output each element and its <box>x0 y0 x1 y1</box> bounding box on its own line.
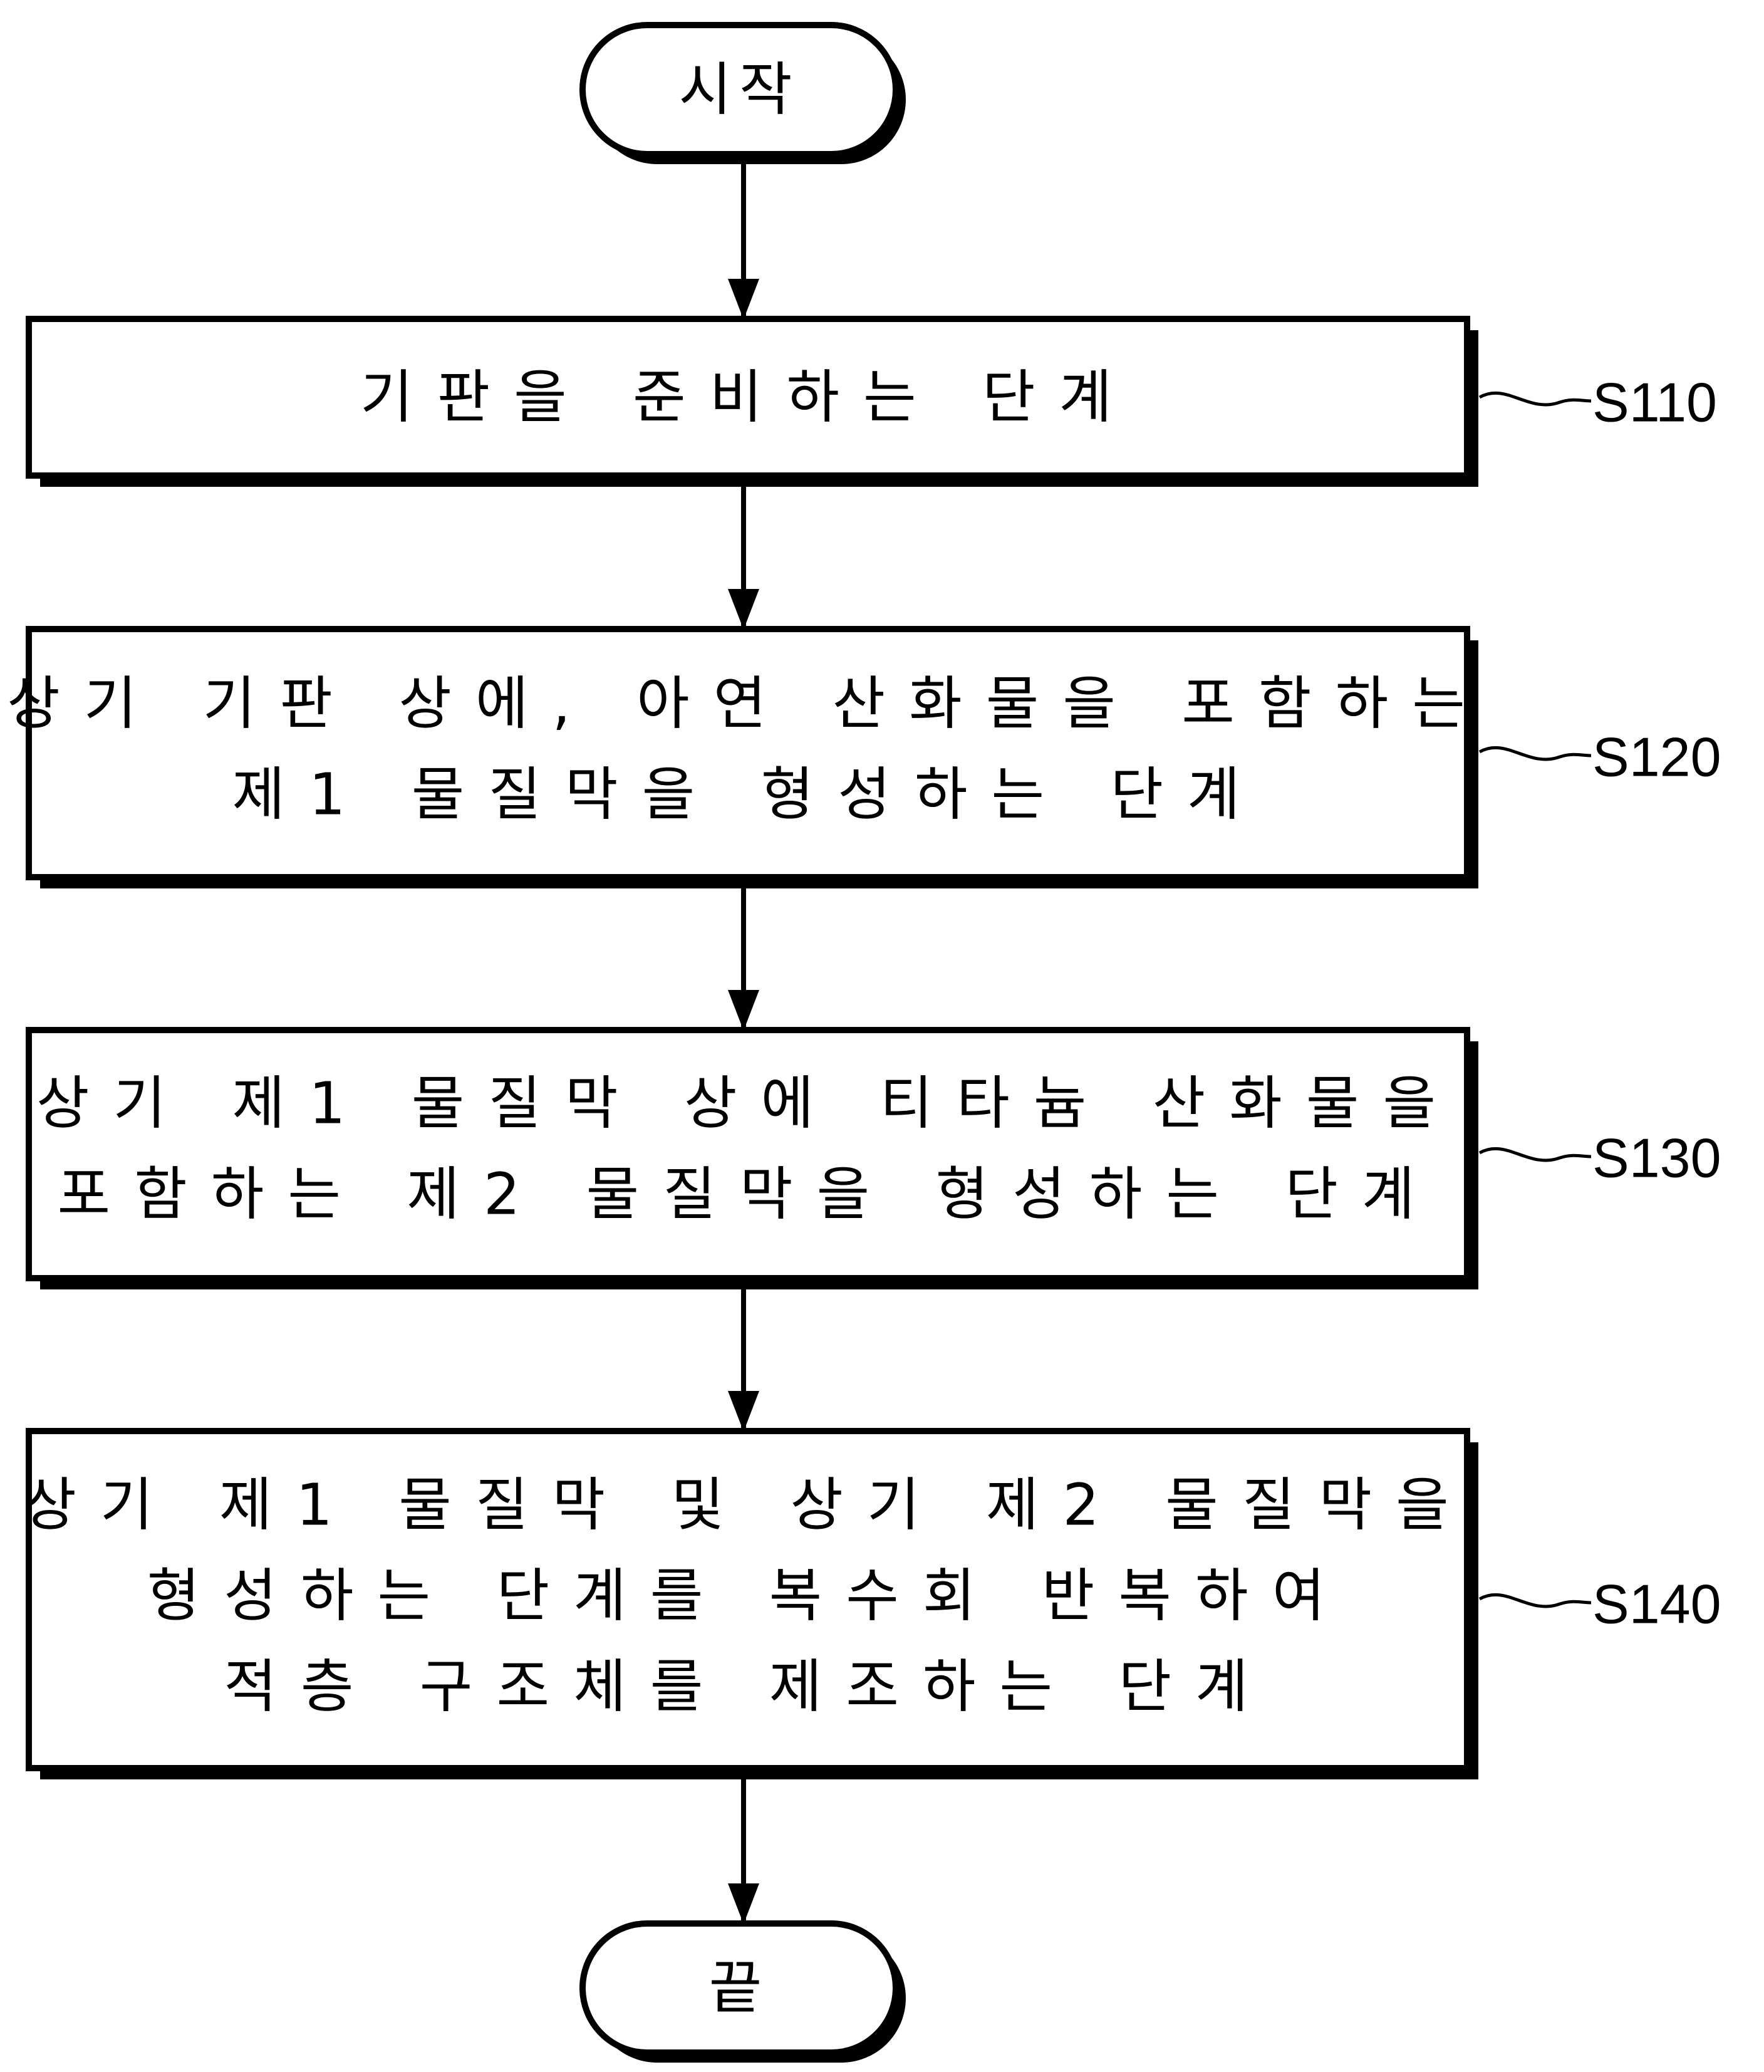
step-label-s140: S140 <box>1592 1573 1721 1635</box>
step-label-leaders <box>1478 391 1592 1608</box>
step-s140-line-1: 상기 제1 물질막 및 상기 제2 물질막을 <box>23 1472 1473 1539</box>
leader-s130 <box>1478 1147 1592 1162</box>
step-box-s140: 상기 제1 물질막 및 상기 제2 물질막을 형성하는 단계를 복수회 반복하여… <box>23 1428 1478 1779</box>
step-s120-line-2: 제1 물질막을 형성하는 단계 <box>232 761 1263 828</box>
leader-s140 <box>1478 1593 1592 1608</box>
leader-s120 <box>1478 746 1592 761</box>
leader-s110 <box>1478 391 1592 407</box>
step-label-s130: S130 <box>1592 1127 1721 1189</box>
arrowhead-2 <box>728 589 759 630</box>
start-terminal: 시작 <box>579 22 906 164</box>
step-label-s110: S110 <box>1592 372 1717 434</box>
arrowhead-5 <box>728 1883 759 1924</box>
start-label: 시작 <box>678 56 799 123</box>
arrowhead-4 <box>728 1391 759 1432</box>
step-s140-line-3: 적층 구조체를 제조하는 단계 <box>224 1653 1272 1721</box>
step-s110-line-1: 기판을 준비하는 단계 <box>360 364 1136 431</box>
arrowheads <box>728 279 759 1924</box>
step-s140-line-2: 형성하는 단계를 복수회 반복하여 <box>147 1563 1349 1630</box>
step-box-s110: 기판을 준비하는 단계 <box>26 316 1478 487</box>
step-box-s130: 상기 제1 물질막 상에 티타늄 산화물을 포함하는 제2 물질막을 형성하는 … <box>26 1027 1478 1289</box>
arrowhead-3 <box>728 990 759 1031</box>
step-s130-line-2: 포함하는 제2 물질막을 형성하는 단계 <box>57 1161 1438 1228</box>
step-s130-line-1: 상기 제1 물질막 상에 티타늄 산화물을 <box>36 1070 1460 1137</box>
end-label: 끝 <box>709 1955 770 2022</box>
end-terminal: 끝 <box>579 1920 906 2063</box>
step-label-s120: S120 <box>1592 726 1721 788</box>
arrowhead-1 <box>728 279 759 320</box>
step-box-s120: 상기 기판 상에, 아연 산화물을 포함하는 제1 물질막을 형성하는 단계 <box>7 626 1489 888</box>
step-s120-line-1: 상기 기판 상에, 아연 산화물을 포함하는 <box>7 670 1489 737</box>
